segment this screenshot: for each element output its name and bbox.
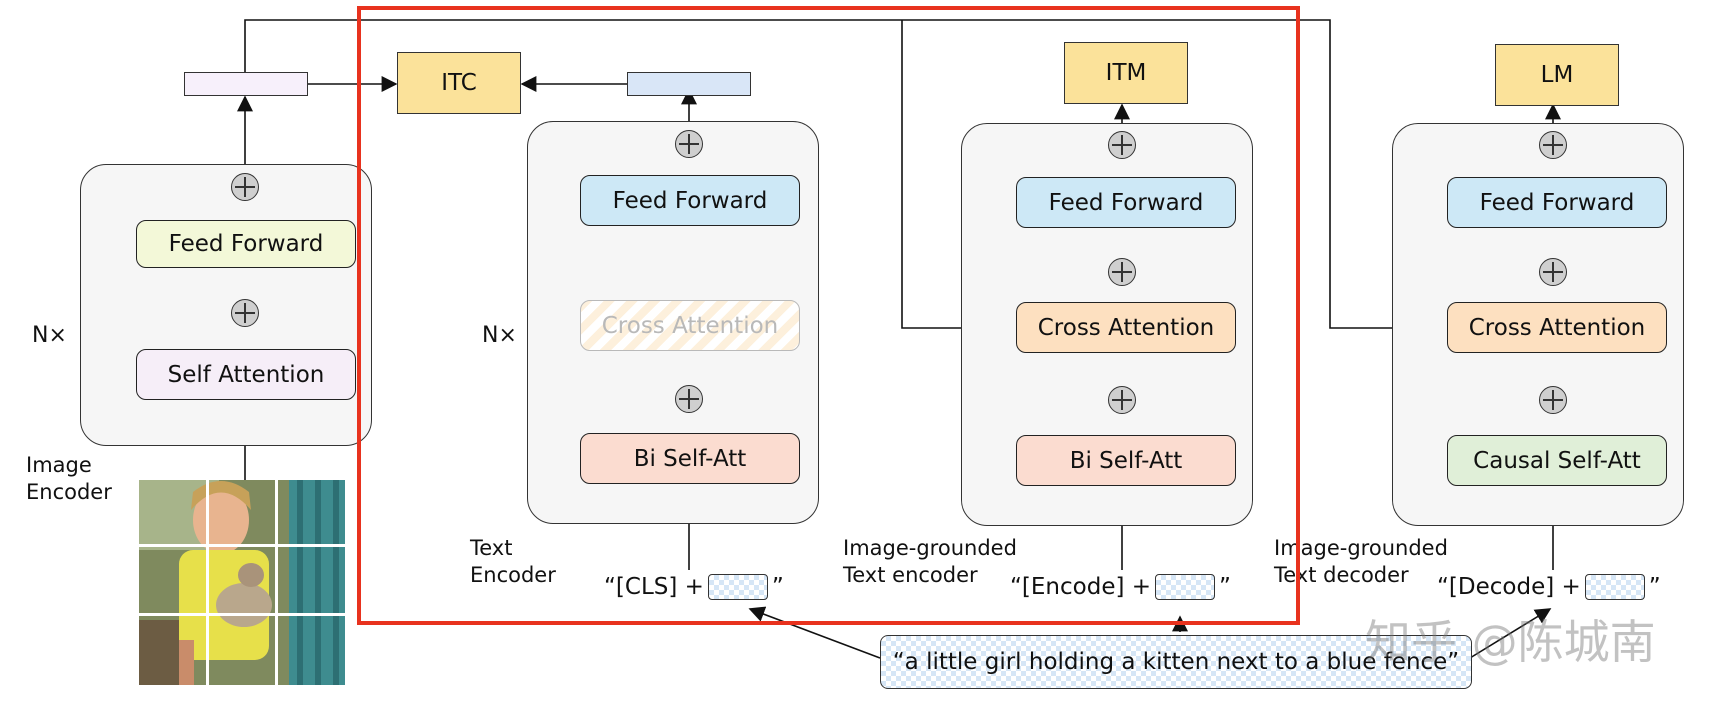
grounded-ca-add-icon [1108, 258, 1136, 286]
caption-box: “a little girl holding a kitten next to … [880, 635, 1472, 689]
image-feed-forward: Feed Forward [136, 220, 356, 268]
text-encoder-repeat: N× [482, 323, 517, 348]
image-encoder-label: Image Encoder [26, 453, 112, 504]
grounded-feed-forward: Feed Forward [1016, 177, 1236, 228]
cls-text-slot [707, 574, 768, 600]
encode-input-token: “[Encode] + ” [1010, 574, 1231, 600]
text-ff-add-icon [675, 130, 703, 158]
grounded-ff-add-icon [1108, 131, 1136, 159]
text-encoder-label: Text Encoder [470, 536, 556, 587]
lm-head: LM [1495, 44, 1619, 106]
encode-input-prefix: “[Encode] + [1010, 574, 1152, 600]
decode-text-slot [1584, 574, 1645, 600]
encode-input-suffix: ” [1219, 574, 1231, 600]
highlight-box [357, 6, 1300, 625]
text-sa-add-icon [675, 385, 703, 413]
text-bi-self-att: Bi Self-Att [580, 433, 800, 484]
grounded-cross-attention: Cross Attention [1016, 302, 1236, 353]
cls-input-prefix: “[CLS] + [604, 574, 704, 600]
cls-input-suffix: ” [771, 574, 784, 600]
watermark: 知乎 @陈城南 [1365, 615, 1656, 669]
text-feature-vector [627, 72, 751, 96]
grounded-encoder-label: Image-grounded Text encoder [843, 536, 1017, 587]
image-self-attention: Self Attention [136, 349, 356, 400]
decoder-causal-self-att: Causal Self-Att [1447, 435, 1667, 486]
image-feature-vector [184, 72, 308, 96]
grounded-bi-self-att: Bi Self-Att [1016, 435, 1236, 486]
image-encoder-block [80, 164, 372, 446]
input-image-patches [139, 480, 345, 685]
itm-head: ITM [1064, 42, 1188, 104]
decoder-ca-add-icon [1539, 258, 1567, 286]
grounded-sa-add-icon [1108, 386, 1136, 414]
image-ff-add-icon [231, 173, 259, 201]
decoder-feed-forward: Feed Forward [1447, 177, 1667, 228]
decoder-ff-add-icon [1539, 131, 1567, 159]
patch-grid [139, 480, 345, 685]
decode-input-suffix: ” [1648, 574, 1661, 600]
image-encoder-repeat: N× [32, 323, 67, 348]
decode-input-token: “[Decode] + ” [1437, 574, 1661, 600]
decoder-cross-attention: Cross Attention [1447, 302, 1667, 353]
text-feed-forward: Feed Forward [580, 175, 800, 226]
image-sa-add-icon [231, 299, 259, 327]
decode-input-prefix: “[Decode] + [1437, 574, 1581, 600]
caption-text: “a little girl holding a kitten next to … [892, 649, 1460, 675]
cls-input-token: “[CLS] + ” [604, 574, 784, 600]
encode-text-slot [1155, 574, 1216, 600]
text-cross-attention-disabled: Cross Attention [580, 300, 800, 351]
grounded-decoder-label: Image-grounded Text decoder [1274, 536, 1448, 587]
itc-head: ITC [397, 52, 521, 114]
decoder-sa-add-icon [1539, 386, 1567, 414]
